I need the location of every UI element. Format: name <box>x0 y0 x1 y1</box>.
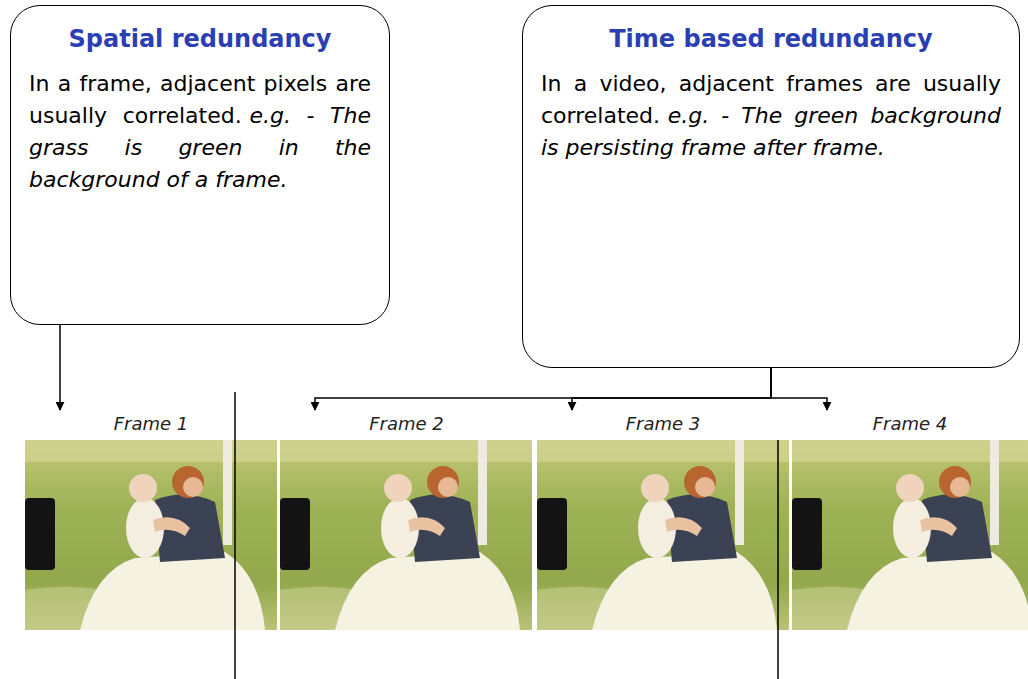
frame-label: Frame 3 <box>537 412 789 436</box>
rounded-box: Time based redundancy In a video, adjacen… <box>522 5 1020 368</box>
video-frame: Frame 2 <box>280 410 533 632</box>
video-frame: Frame 3 <box>537 410 789 632</box>
frame-label: Frame 4 <box>792 412 1028 436</box>
connector-arrow <box>59 325 61 410</box>
box-heading: Spatial redundancy <box>29 24 371 54</box>
video-frame: Frame 4 <box>792 410 1028 632</box>
video-frame: Frame 1 <box>25 410 277 632</box>
connector-arrow <box>771 368 827 410</box>
connector-arrow <box>572 368 771 410</box>
box-body: In a frame, adjacent pixels are usually … <box>29 68 371 196</box>
rounded-box: Spatial redundancy In a frame, adjacent p… <box>10 5 390 325</box>
box-heading: Time based redundancy <box>541 24 1001 54</box>
box-body: In a video, adjacent frames are usually … <box>541 68 1001 164</box>
frame-label: Frame 1 <box>25 412 277 436</box>
connector-arrow <box>315 368 771 410</box>
frame-label: Frame 2 <box>280 412 533 436</box>
